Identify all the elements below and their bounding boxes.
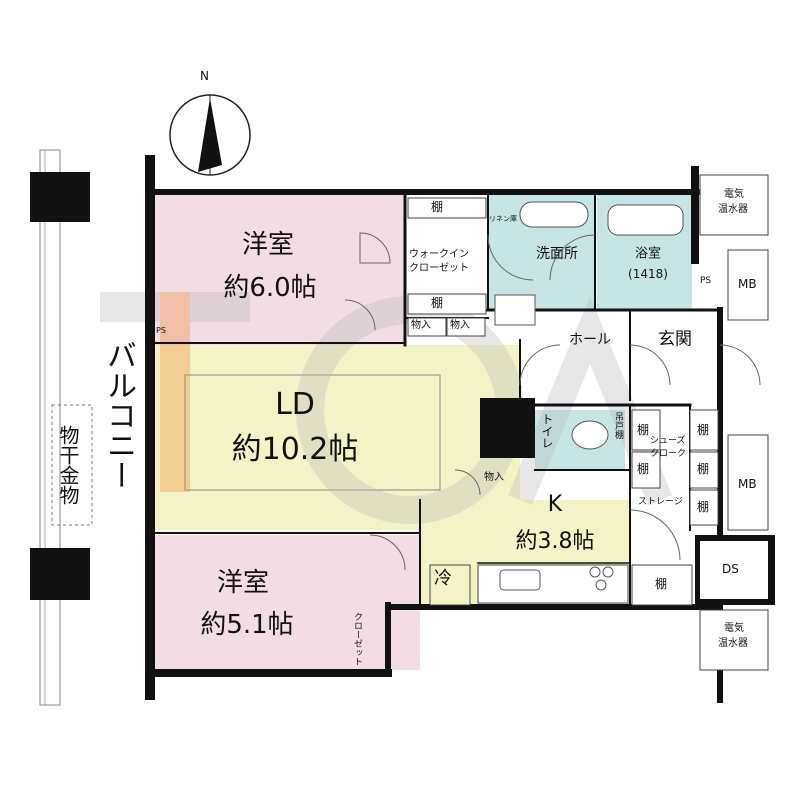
ps-label-right: PS xyxy=(700,276,712,286)
shoes-line2: クローク xyxy=(650,449,687,459)
western-room-1-name: 洋室 xyxy=(241,230,295,260)
wic-shelf-top: 棚 xyxy=(431,200,444,214)
storage-label: ストレージ xyxy=(638,497,683,507)
shelf-l1: 棚 xyxy=(637,423,650,437)
ld-name: LD xyxy=(275,387,315,422)
balcony-post xyxy=(30,172,90,222)
shelf-r2: 棚 xyxy=(697,462,710,476)
bath-name: 浴室 xyxy=(634,246,662,262)
hanging-shelf-label: 吊戸棚 xyxy=(613,412,623,439)
compass xyxy=(169,94,251,176)
water-heater-top-l1: 電気 xyxy=(724,189,744,200)
kitchen-shelf: 棚 xyxy=(655,577,668,591)
compass-north-label: N xyxy=(200,69,209,83)
ps-label-left: PS xyxy=(156,326,166,335)
structural-column xyxy=(480,398,535,458)
kitchen-area: 約3.8帖 xyxy=(515,529,595,554)
shoes-line1: シューズ xyxy=(650,436,686,446)
balcony-area xyxy=(30,149,93,706)
shelf-r1: 棚 xyxy=(697,423,710,437)
western-room-1-area: 約6.0帖 xyxy=(223,273,317,303)
ds-label: DS xyxy=(722,562,739,576)
bath-size: (1418) xyxy=(628,267,668,281)
washroom-name: 洗面所 xyxy=(536,246,578,262)
kitchen-storage: 物入 xyxy=(484,472,504,483)
wic-storage-1: 物入 xyxy=(411,320,431,331)
water-heater-bottom-l2: 温水器 xyxy=(718,638,748,649)
wic-storage-2: 物入 xyxy=(450,320,470,331)
mb-label-top: MB xyxy=(738,277,757,291)
wic-shelf-bottom: 棚 xyxy=(431,296,444,310)
balcony-label: バルコニー xyxy=(101,340,136,490)
mb-label-bottom: MB xyxy=(738,477,757,491)
wic-label-line1: ウォークイン xyxy=(409,249,469,260)
kitchen-name: K xyxy=(547,492,563,517)
toilet-name: トイレ xyxy=(540,413,554,449)
linen-label: リネン庫 xyxy=(489,215,517,223)
ds-box xyxy=(700,541,768,599)
shelf-r3: 棚 xyxy=(697,500,710,514)
ld-area: 約10.2帖 xyxy=(231,432,359,467)
western-room-2-name: 洋室 xyxy=(216,568,270,598)
fridge-label: 冷 xyxy=(434,568,452,589)
drying-rack-label: 物干金物 xyxy=(56,425,80,505)
western-room-2 xyxy=(155,535,420,670)
wic-label-line2: クローゼット xyxy=(409,263,469,274)
water-heater-bottom-l1: 電気 xyxy=(724,623,744,634)
balcony-post xyxy=(30,548,90,600)
closet-label: クローゼット xyxy=(352,612,362,666)
compass-needle xyxy=(198,98,222,172)
water-heater-top-l2: 温水器 xyxy=(718,204,748,215)
drying-rack-box xyxy=(51,404,93,526)
ld-room xyxy=(155,345,520,530)
shelf-l2: 棚 xyxy=(637,462,650,476)
western-room-2-area: 約5.1帖 xyxy=(200,610,294,640)
hall-name: ホール xyxy=(569,332,611,348)
entrance-name: 玄関 xyxy=(658,329,692,350)
western-room-1 xyxy=(155,195,405,345)
